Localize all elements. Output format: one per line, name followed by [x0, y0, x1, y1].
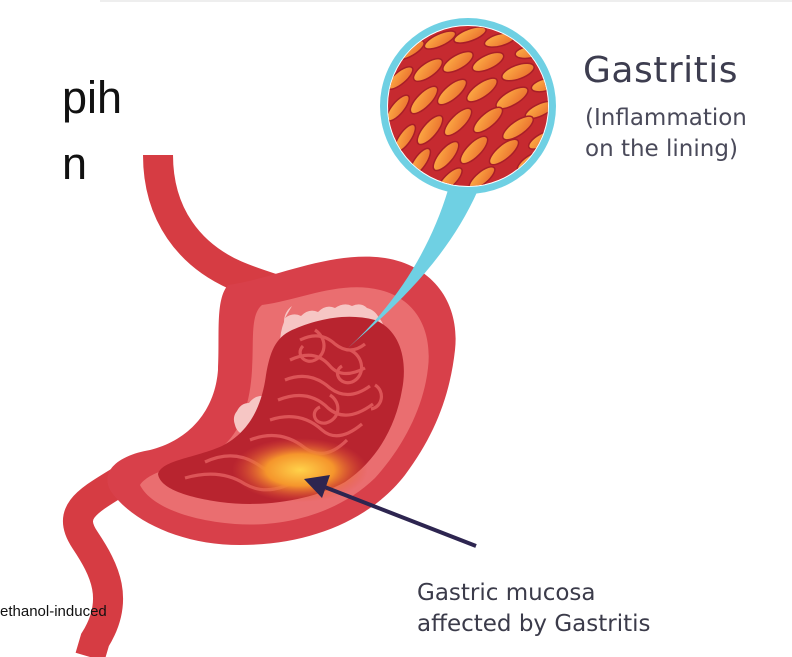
text-fragment-1: pih [62, 72, 122, 124]
subtitle-line-1: (Inflammation [585, 103, 790, 134]
mucosa-line-2: affected by Gastritis [417, 609, 717, 640]
inflamed-area [232, 438, 368, 502]
title-gastritis: Gastritis [583, 50, 738, 91]
subtitle-inflammation: (Inflammation on the lining) [585, 103, 790, 165]
mucosa-label: Gastric mucosa affected by Gastritis [417, 578, 717, 640]
mucosa-line-1: Gastric mucosa [417, 578, 717, 609]
text-fragment-3: ethanol-induced [0, 603, 107, 620]
text-fragment-2: n [62, 138, 87, 190]
subtitle-line-2: on the lining) [585, 134, 790, 165]
